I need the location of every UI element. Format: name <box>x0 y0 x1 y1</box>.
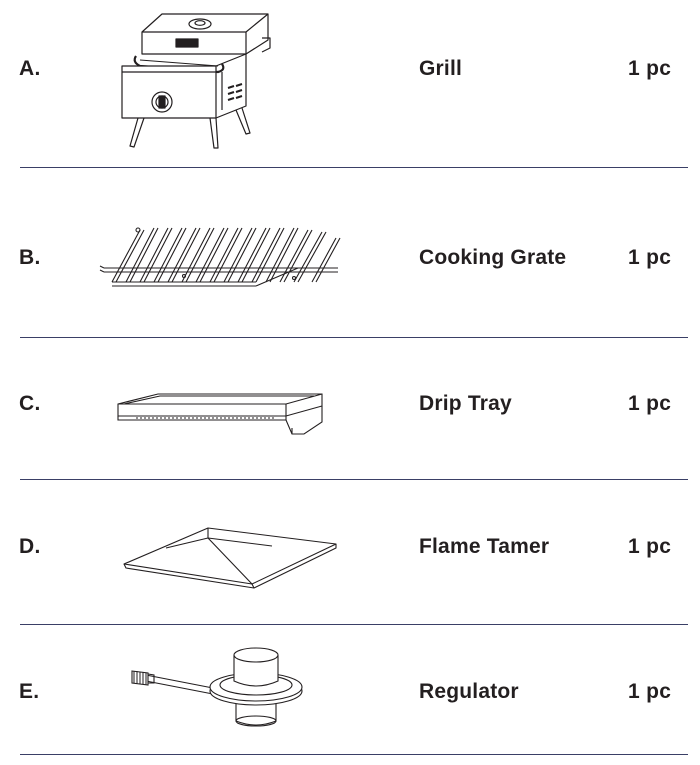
part-quantity: 1 pc <box>628 57 672 80</box>
part-letter: C. <box>19 392 41 415</box>
drip-tray-icon <box>116 380 328 440</box>
part-quantity: 1 pc <box>628 680 672 703</box>
row-divider <box>20 479 688 480</box>
part-name: Grill <box>419 57 463 80</box>
part-quantity: 1 pc <box>628 246 672 269</box>
part-letter: B. <box>19 246 41 269</box>
part-name: Drip Tray <box>419 392 512 415</box>
part-row-flame-tamer: D. Flame Tamer 1 pc <box>0 480 700 625</box>
cooking-grate-icon <box>98 220 342 300</box>
part-name: Cooking Grate <box>419 246 567 269</box>
row-divider <box>20 337 688 338</box>
flame-tamer-icon <box>122 524 338 590</box>
part-letter: E. <box>19 680 40 703</box>
part-name: Flame Tamer <box>419 535 550 558</box>
part-name: Regulator <box>419 680 519 703</box>
regulator-icon <box>128 641 304 729</box>
part-row-drip-tray: C. Drip Tray 1 pc <box>0 338 700 480</box>
row-divider <box>20 754 688 755</box>
part-quantity: 1 pc <box>628 392 672 415</box>
row-divider <box>20 167 688 168</box>
part-row-cooking-grate: B. <box>0 168 700 338</box>
part-letter: D. <box>19 535 41 558</box>
part-quantity: 1 pc <box>628 535 672 558</box>
grill-icon <box>118 10 278 152</box>
part-row-regulator: E. Regulator 1 pc <box>0 625 700 765</box>
row-divider <box>20 624 688 625</box>
part-row-grill: A. <box>0 0 700 168</box>
part-letter: A. <box>19 57 41 80</box>
